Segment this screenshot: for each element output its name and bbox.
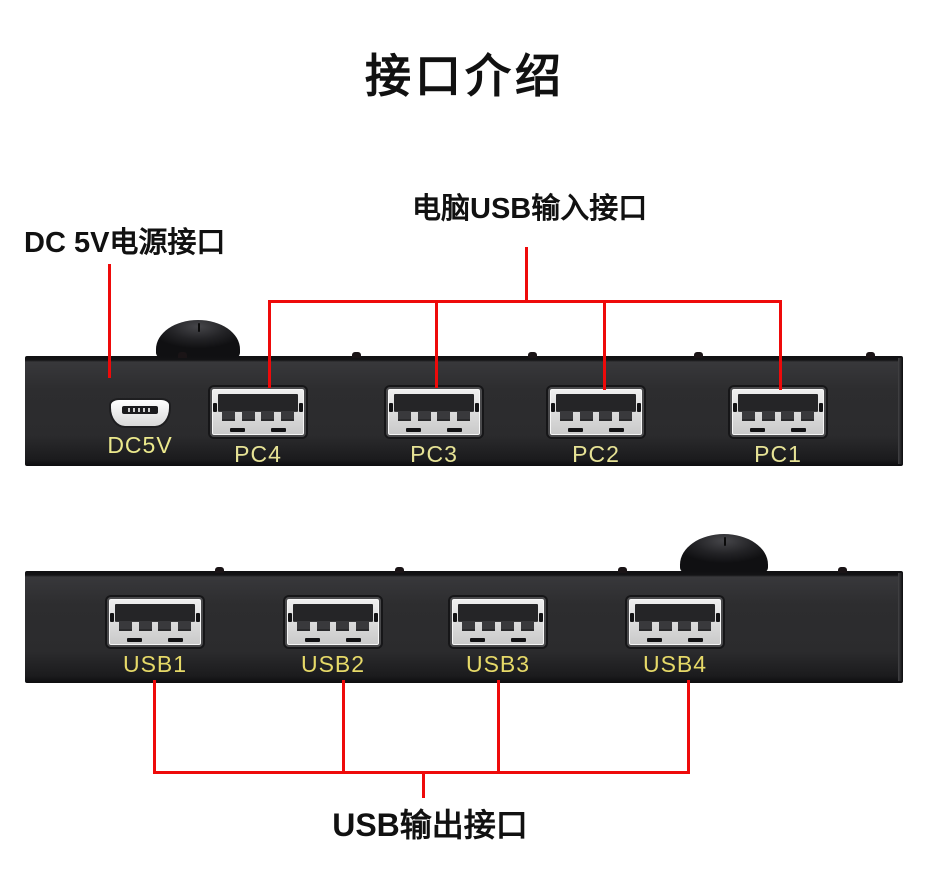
bottom-device-panel: USB1 USB2 USB3 USB4 xyxy=(25,567,903,683)
usb-port-pc3: PC3 xyxy=(386,387,482,467)
port-label-usb1: USB1 xyxy=(122,651,188,677)
usb-contacts xyxy=(222,411,294,421)
usb-contacts xyxy=(119,621,191,631)
usb-port-usb1: USB1 xyxy=(107,597,203,677)
port-label-pc3: PC3 xyxy=(410,441,458,467)
usb-port-usb4: USB4 xyxy=(627,597,723,677)
top-device-panel: DC5V PC4 PC3 PC2 xyxy=(25,352,903,467)
usb-port-pc2: PC2 xyxy=(548,387,644,467)
usb-contacts xyxy=(639,621,711,631)
callout-line-usb1 xyxy=(153,680,156,774)
usb-tongue xyxy=(218,394,298,411)
usb-port-usb2: USB2 xyxy=(285,597,381,677)
dc-power-callout-label: DC 5V电源接口 xyxy=(24,227,226,259)
panel-tab xyxy=(694,352,703,358)
usb-port-usb3: USB3 xyxy=(450,597,546,677)
callout-line-input-stem xyxy=(525,247,528,303)
usb-a-receptacle-icon xyxy=(285,597,381,647)
panel-tab xyxy=(618,567,627,573)
callout-line-pc3 xyxy=(435,300,438,388)
port-label-pc2: PC2 xyxy=(572,441,620,467)
micro-usb-receptacle-icon xyxy=(109,398,171,428)
callout-line-pc2 xyxy=(603,300,606,390)
selector-knob-top xyxy=(156,320,240,360)
usb-tongue xyxy=(458,604,538,621)
callout-line-usb4 xyxy=(687,680,690,774)
callout-line-usb2 xyxy=(342,680,345,774)
port-label-usb3: USB3 xyxy=(465,651,531,677)
port-label-pc4: PC4 xyxy=(234,441,282,467)
callout-line-dc-power xyxy=(108,264,111,378)
usb-contacts xyxy=(462,621,534,631)
usb-tongue xyxy=(293,604,373,621)
usb-tongue xyxy=(738,394,818,411)
usb-tongue xyxy=(556,394,636,411)
callout-line-output-stem xyxy=(422,771,425,798)
usb-a-receptacle-icon xyxy=(730,387,826,437)
panel-tab xyxy=(395,567,404,573)
callout-line-usb3 xyxy=(497,680,500,774)
usb-contacts xyxy=(560,411,632,421)
usb-a-receptacle-icon xyxy=(386,387,482,437)
usb-a-receptacle-icon xyxy=(210,387,306,437)
dc-power-port: DC5V xyxy=(84,398,196,458)
micro-usb-slot xyxy=(122,406,158,414)
usb-a-receptacle-icon xyxy=(627,597,723,647)
panel-tab xyxy=(528,352,537,358)
callout-line-output-bracket xyxy=(153,771,690,774)
callout-line-pc1 xyxy=(779,300,782,390)
panel-tab xyxy=(215,567,224,573)
usb-output-callout-label: USB输出接口 xyxy=(332,807,528,843)
panel-tab xyxy=(178,352,187,358)
usb-input-callout-label: 电脑USB输入接口 xyxy=(412,193,648,225)
usb-contacts xyxy=(297,621,369,631)
panel-tab xyxy=(866,352,875,358)
usb-contacts xyxy=(742,411,814,421)
port-label-pc1: PC1 xyxy=(754,441,802,467)
panel-tab xyxy=(352,352,361,358)
usb-port-pc1: PC1 xyxy=(730,387,826,467)
usb-a-receptacle-icon xyxy=(548,387,644,437)
usb-a-receptacle-icon xyxy=(450,597,546,647)
port-label-usb2: USB2 xyxy=(300,651,366,677)
callout-line-pc4 xyxy=(268,300,271,388)
usb-a-receptacle-icon xyxy=(107,597,203,647)
selector-knob-bottom xyxy=(680,534,768,575)
usb-contacts xyxy=(398,411,470,421)
page-title: 接口介绍 xyxy=(365,50,565,102)
usb-tongue xyxy=(394,394,474,411)
usb-port-pc4: PC4 xyxy=(210,387,306,467)
callout-line-input-bracket xyxy=(268,300,782,303)
port-label-usb4: USB4 xyxy=(642,651,708,677)
port-label-dc5v: DC5V xyxy=(107,432,173,458)
usb-tongue xyxy=(635,604,715,621)
usb-tongue xyxy=(115,604,195,621)
panel-tab xyxy=(838,567,847,573)
